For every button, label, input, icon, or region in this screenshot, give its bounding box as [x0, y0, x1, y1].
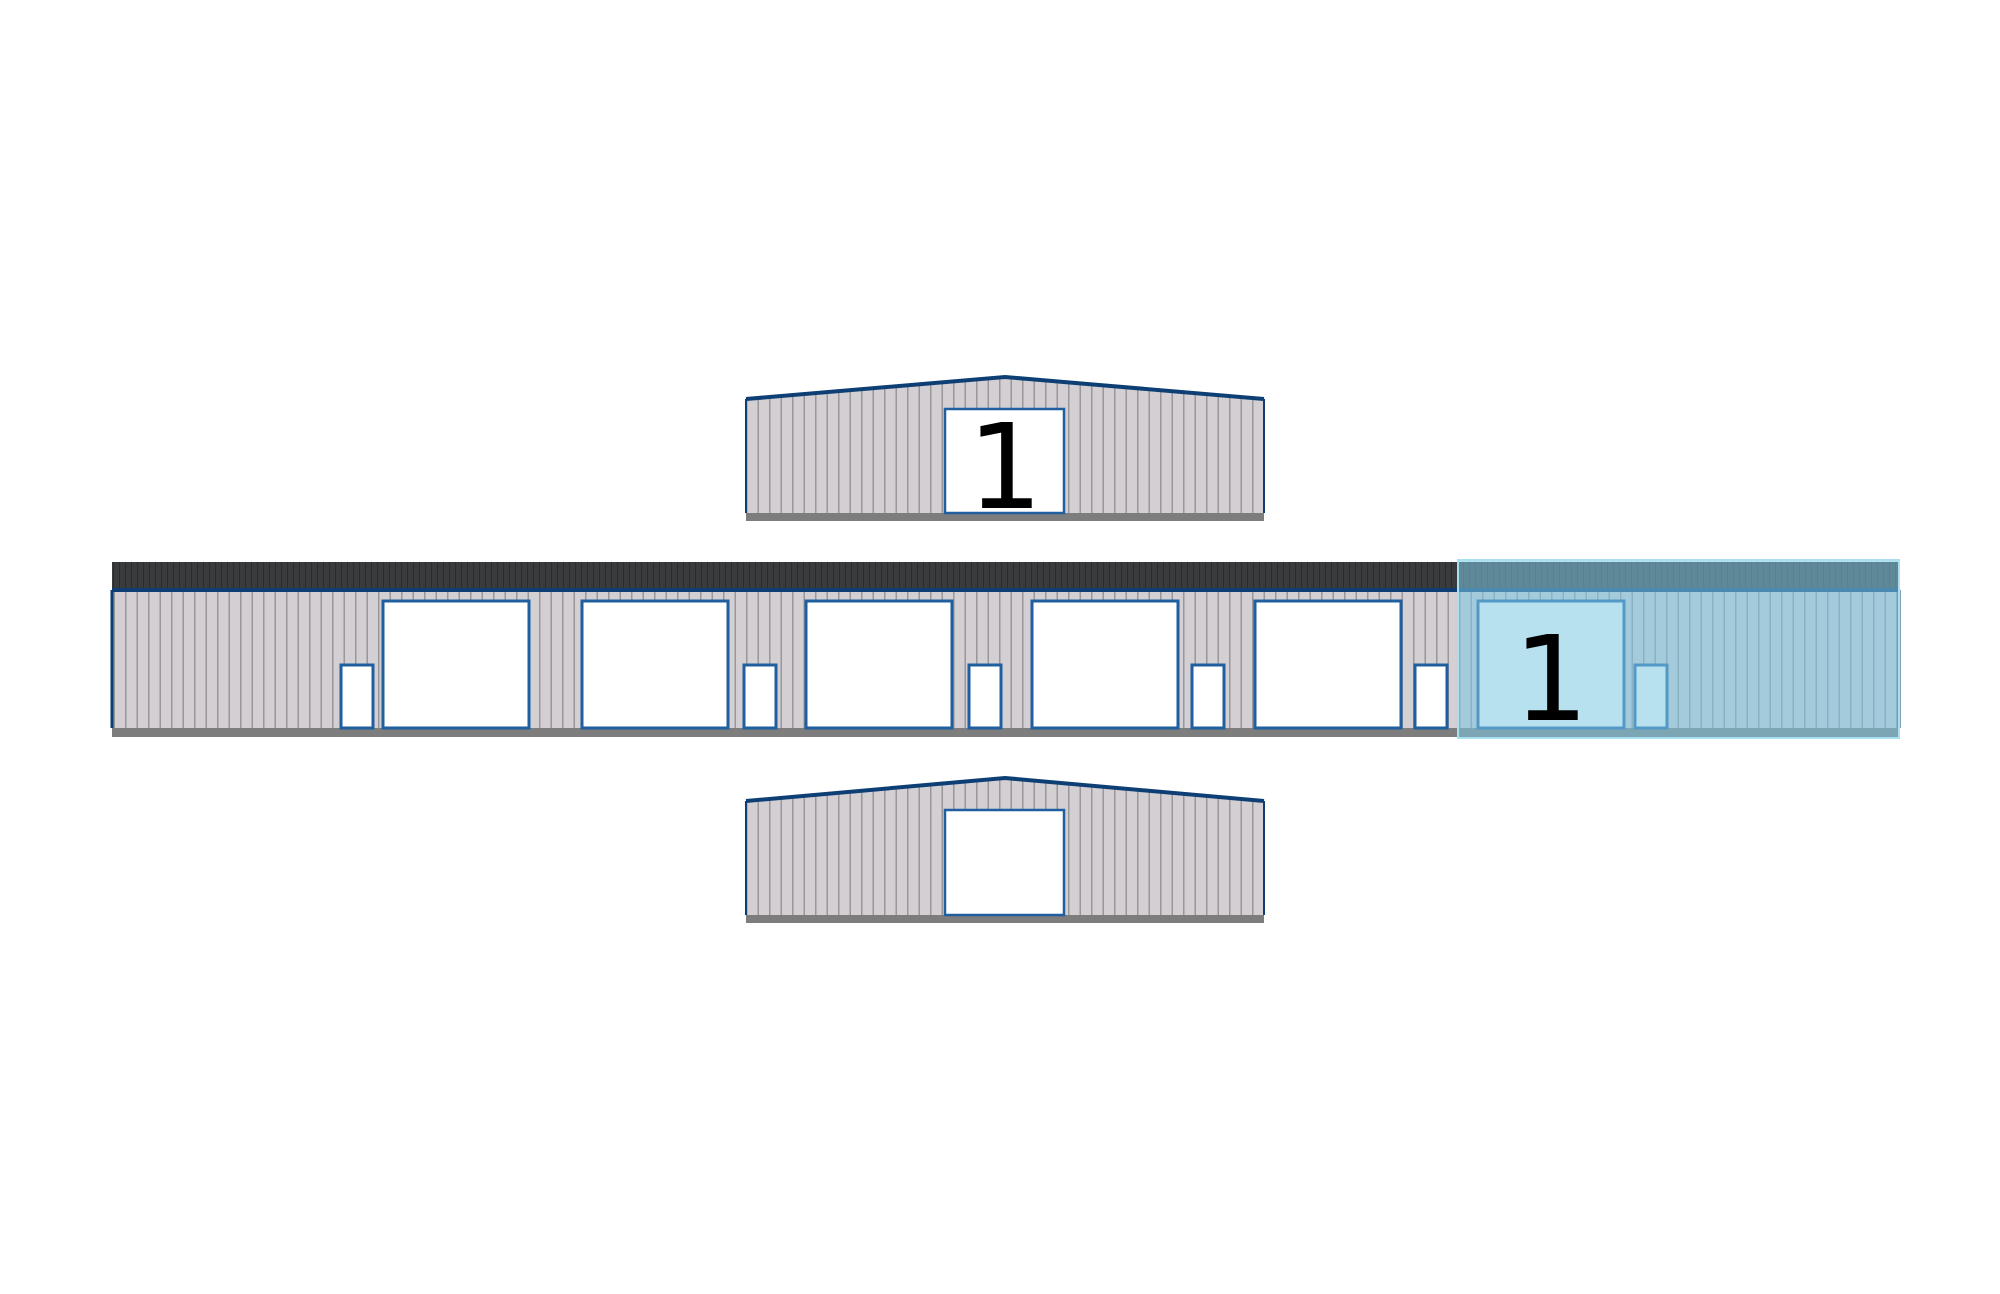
- man-door[interactable]: [967, 663, 1003, 730]
- roof-trim: [745, 775, 1265, 803]
- overhead-door[interactable]: [943, 808, 1066, 917]
- overhead-door[interactable]: [1030, 599, 1180, 730]
- overhead-door[interactable]: [381, 599, 531, 730]
- overhead-door[interactable]: [804, 599, 954, 730]
- man-door[interactable]: [1413, 663, 1449, 730]
- bottom-end-elevation: [745, 775, 1265, 923]
- overhead-door[interactable]: [580, 599, 730, 730]
- roof-trim: [745, 374, 1265, 401]
- selected-unit-highlight[interactable]: [1457, 559, 1900, 739]
- selected-unit-label: 1: [1513, 610, 1588, 748]
- front-elevation: 1: [110, 559, 1901, 748]
- overhead-door[interactable]: [1253, 599, 1403, 730]
- overhead-door[interactable]: 1: [943, 398, 1066, 536]
- door-label: 1: [967, 398, 1042, 536]
- top-end-elevation: 1: [745, 374, 1265, 536]
- man-door[interactable]: [1190, 663, 1226, 730]
- man-door[interactable]: [742, 663, 778, 730]
- man-door[interactable]: [339, 663, 375, 730]
- base-strip: [746, 513, 1264, 521]
- base-strip: [746, 915, 1264, 923]
- base-strip: [112, 728, 1899, 737]
